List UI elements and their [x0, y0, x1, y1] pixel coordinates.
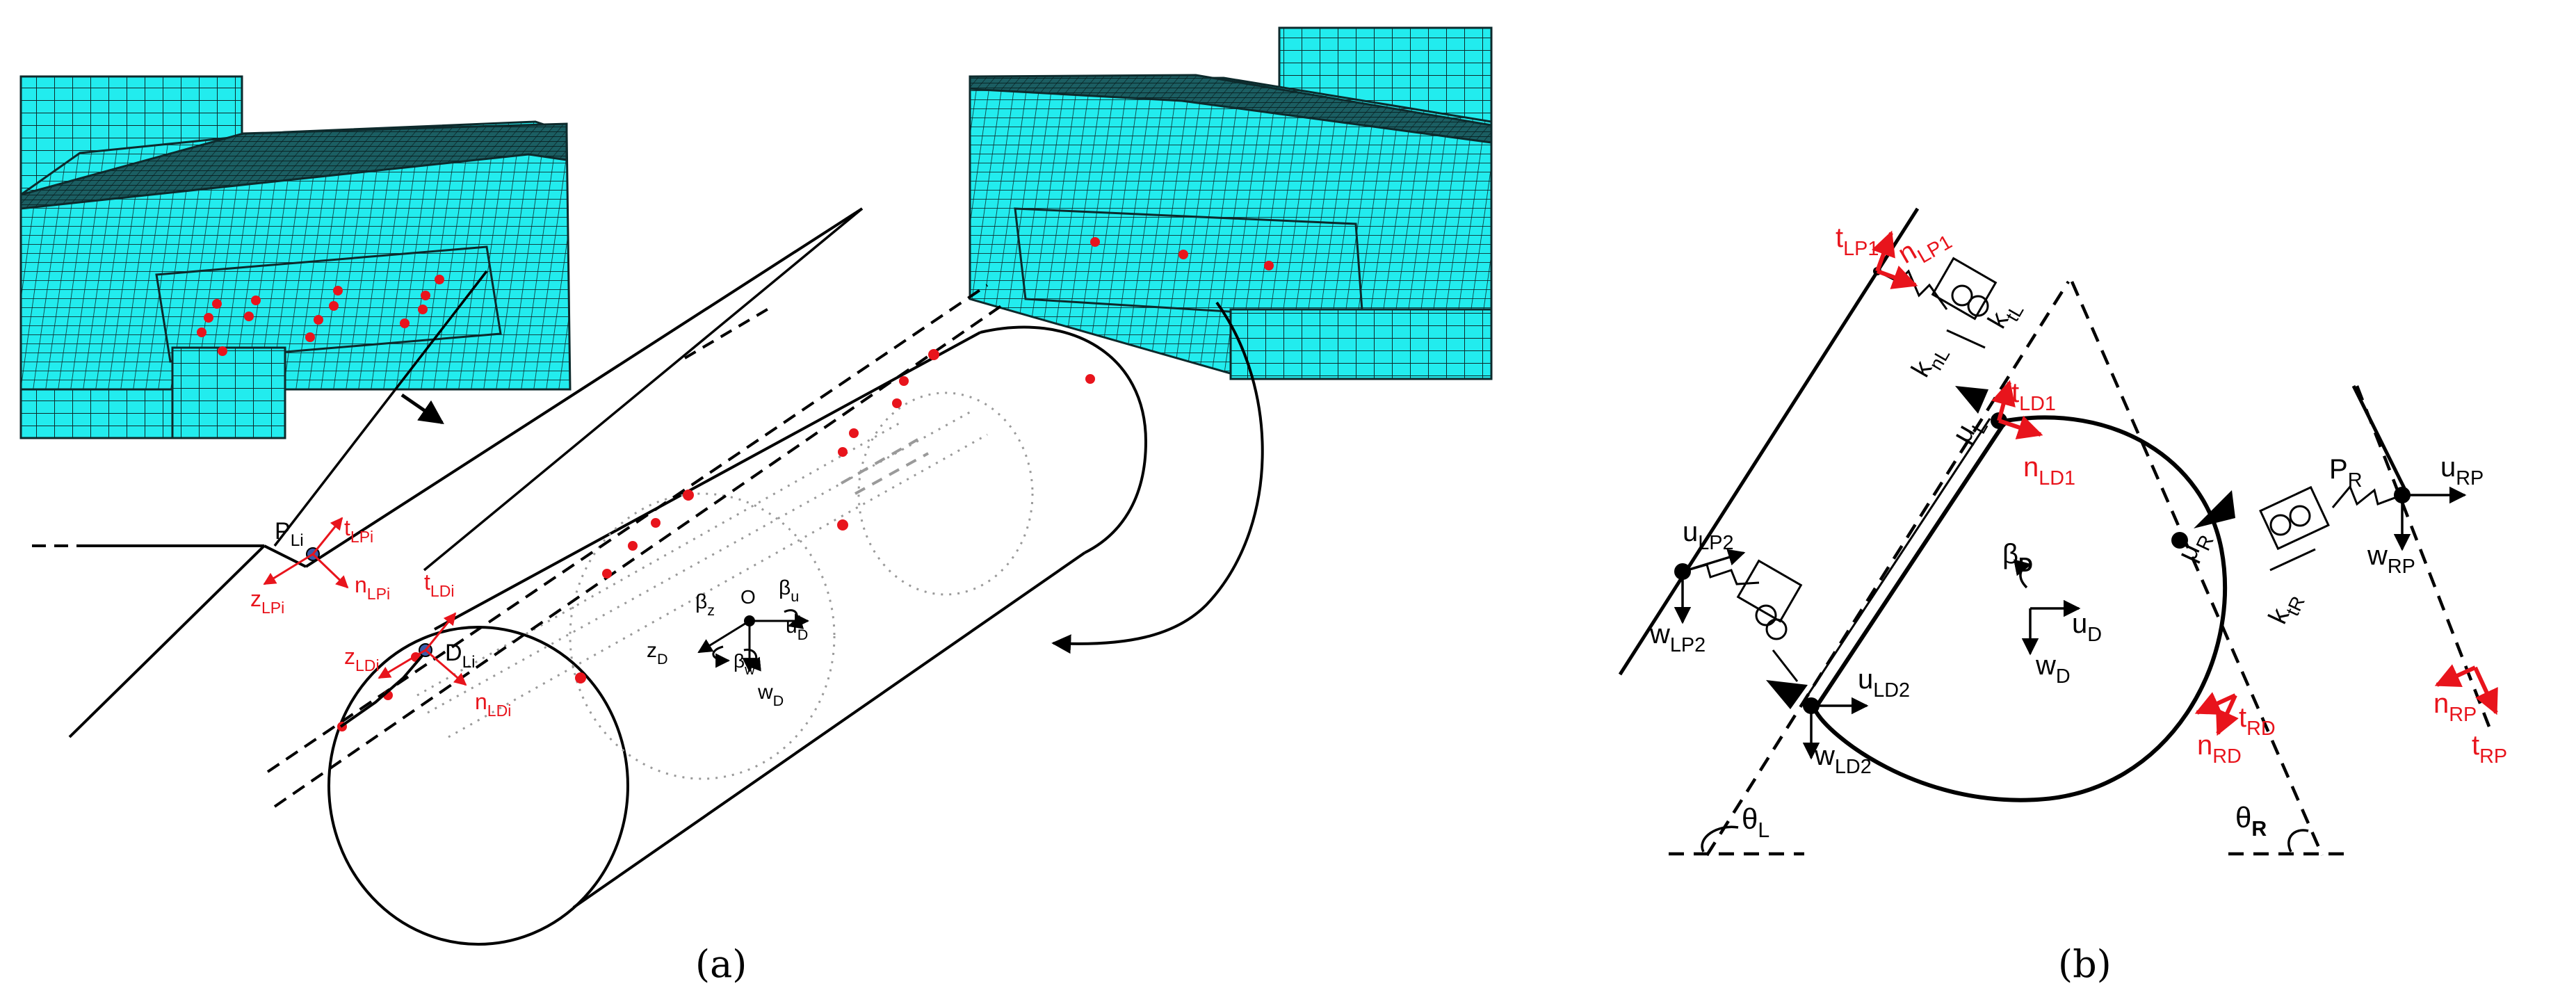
label-w-D-b: wD [2035, 650, 2071, 688]
label-t-LP1: tLP1 [1836, 223, 1879, 260]
panel-b: tLP1 nLP1 knL ktL μL tLD1 nLD1 uLP2 wLP2… [1618, 207, 2507, 986]
label-n-LPi: nLPi [355, 572, 390, 603]
label-t-LD1: tLD1 [2011, 378, 2056, 415]
cylinder-front-face [327, 626, 629, 946]
label-beta-u: βu [779, 576, 799, 605]
label-theta-L: θL [1742, 802, 1769, 842]
label-n-LP1: nLP1 [1893, 218, 1957, 276]
label-u-D: uD [786, 615, 808, 643]
cylinder-bottom-edge [572, 551, 1086, 909]
spring-damper-L2 [1682, 559, 1803, 682]
left-pad-line [1618, 207, 1920, 676]
disk-chord-left [1813, 419, 2008, 711]
spring-damper-R [2259, 485, 2403, 572]
label-u-D-b: uD [2072, 608, 2102, 646]
point-RD [2171, 532, 2188, 549]
right-pad-line-solid [2351, 385, 2409, 495]
label-t-LDi: tLDi [424, 569, 454, 600]
label-P-Li: PLi [275, 518, 304, 550]
label-t-LPi: tLPi [344, 515, 373, 546]
label-n-RP: nRP [2433, 688, 2477, 726]
frames-black [1674, 486, 2467, 852]
label-z-LDi: zLDi [344, 644, 380, 674]
label-D-Li: DLi [445, 640, 476, 672]
cylinder [327, 325, 1148, 946]
frame-LPi [263, 517, 349, 589]
pointer-arrow-right [1051, 301, 1264, 654]
contact-points-right [1090, 237, 1274, 270]
caption-b: (b) [2058, 942, 2112, 986]
label-O: O [740, 586, 756, 608]
slider-L1 [1955, 386, 1988, 414]
label-t-RP: tRP [2472, 730, 2507, 768]
label-w-RP: wRP [2367, 540, 2415, 578]
label-k-nL: knL [1906, 338, 1954, 385]
label-mu-L: μL [1947, 410, 1993, 452]
frames-red [1872, 230, 2498, 736]
label-k-tL: ktL [1982, 293, 2027, 337]
slider-L2 [1766, 680, 1808, 709]
label-z-LPi: zLPi [250, 586, 284, 617]
label-k-tR: ktR [2263, 587, 2309, 631]
gray-dashed-guides [841, 438, 929, 495]
label-w-D: wD [757, 681, 784, 709]
label-n-LD1: nLD1 [2023, 452, 2075, 490]
contact-line-mid [273, 207, 864, 572]
label-n-RD: nRD [2197, 730, 2242, 768]
disk-inner-line [1799, 418, 1991, 706]
label-P-R: PR [2329, 454, 2362, 492]
cylinder-hidden-lines [416, 391, 1034, 780]
spring-damper-L1 [1877, 257, 1998, 349]
panel-a: PLi tLPi nLPi zLPi DLi tLDi zLDi nLDi O … [19, 26, 1493, 986]
label-u-LP2: uLP2 [1683, 517, 1734, 554]
label-beta-z: βz [695, 590, 715, 619]
mesh-image-left [19, 75, 572, 439]
cylinder-back-face [980, 325, 1148, 554]
frame-LDi [378, 612, 467, 686]
mesh-image-right [969, 26, 1493, 380]
label-mu-R: μR [2171, 525, 2218, 569]
caption-a: (a) [695, 942, 747, 986]
label-theta-R: θR [2235, 801, 2267, 841]
left-contact-curve [339, 652, 426, 728]
label-w-LD2: wLD2 [1814, 741, 1872, 778]
label-t-RD: tRD [2239, 702, 2276, 740]
mid-section-circle [569, 492, 836, 780]
label-u-LD2: uLD2 [1858, 664, 1910, 702]
label-beta-D: βD [2002, 539, 2033, 576]
label-z-D: zD [647, 639, 668, 668]
label-beta-w: βw [734, 650, 755, 678]
frame-D [697, 609, 810, 673]
disk-arc [1813, 415, 2228, 802]
slider-R [2194, 490, 2235, 528]
label-n-LDi: nLDi [475, 689, 511, 720]
right-dashed-line [2070, 281, 2324, 856]
cylinder-contact-points [337, 349, 1095, 731]
label-w-LP2: wLP2 [1649, 619, 1706, 656]
pointer-arrow-left [400, 393, 444, 425]
left-dashed-line [1706, 280, 2070, 857]
contact-points-left [197, 275, 444, 356]
label-u-RP: uRP [2440, 452, 2484, 490]
rear-section-circle [857, 391, 1034, 596]
